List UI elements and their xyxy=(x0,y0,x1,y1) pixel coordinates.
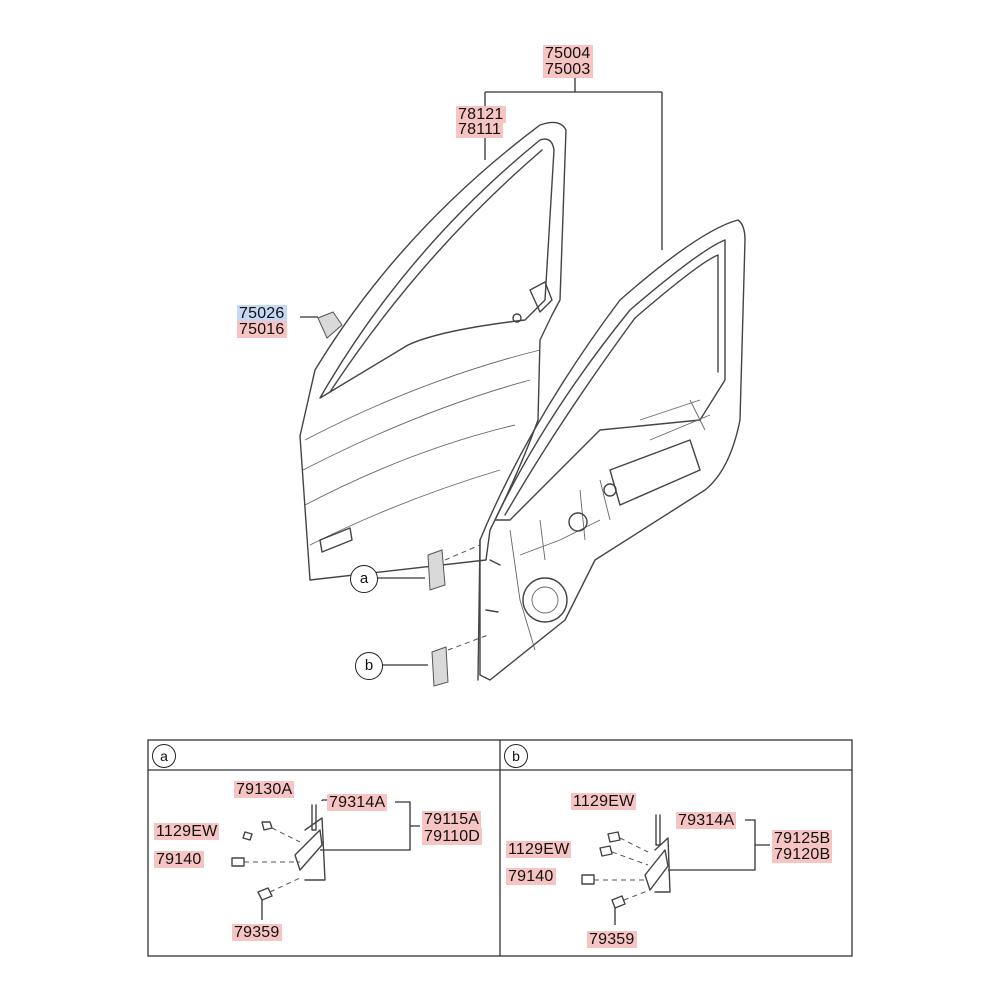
door-assy-lh-label[interactable]: 75003 xyxy=(543,61,593,78)
detail-a-bolt-label[interactable]: 79140 xyxy=(154,851,204,868)
door-assy-rh-label[interactable]: 75004 xyxy=(543,45,593,62)
detail-box xyxy=(147,739,853,957)
detail-a-hinge-assy-2-label[interactable]: 79110D xyxy=(422,828,483,845)
detail-a-drawing xyxy=(231,799,420,920)
flap-lh-label[interactable]: 75016 xyxy=(237,321,287,338)
detail-a-pin-label[interactable]: 79314A xyxy=(327,794,388,811)
detail-b-hinge-assy-2-label[interactable]: 79120B xyxy=(772,846,833,863)
detail-a-upper-bolt-label[interactable]: 79130A xyxy=(234,781,295,798)
detail-b-washer-bolt-label[interactable]: 1129EW xyxy=(506,841,572,858)
detail-a-washer-bolt-label[interactable]: 1129EW xyxy=(154,823,220,840)
detail-b-marker: b xyxy=(504,744,528,768)
hinge-a-part xyxy=(377,544,481,591)
detail-b-bolt-label[interactable]: 79140 xyxy=(506,868,556,885)
detail-a-hinge-assy-1-label[interactable]: 79115A xyxy=(422,811,482,828)
detail-b-upper-bolt-label[interactable]: 1129EW xyxy=(571,793,637,810)
weatherstrip-lh-label[interactable]: 78111 xyxy=(456,121,504,138)
detail-a-marker: a xyxy=(152,744,176,768)
callout-a[interactable]: a xyxy=(350,565,378,593)
top-leaders xyxy=(300,78,663,318)
detail-b-lower-bolt-label[interactable]: 79359 xyxy=(587,931,637,948)
detail-b-hinge-assy-1-label[interactable]: 79125B xyxy=(772,830,833,847)
weatherstrip-rh-label[interactable]: 78121 xyxy=(456,106,506,123)
detail-a-lower-bolt-label[interactable]: 79359 xyxy=(232,924,282,941)
callout-b[interactable]: b xyxy=(355,652,383,680)
flap-rh-label[interactable]: 75026 xyxy=(237,305,287,322)
detail-b-pin-label[interactable]: 79314A xyxy=(676,812,737,829)
detail-b-drawing xyxy=(581,814,770,925)
outer-door-panel xyxy=(299,121,567,581)
inner-door-panel xyxy=(477,219,746,681)
flap-part xyxy=(317,311,343,339)
hinge-b-part xyxy=(382,634,489,687)
